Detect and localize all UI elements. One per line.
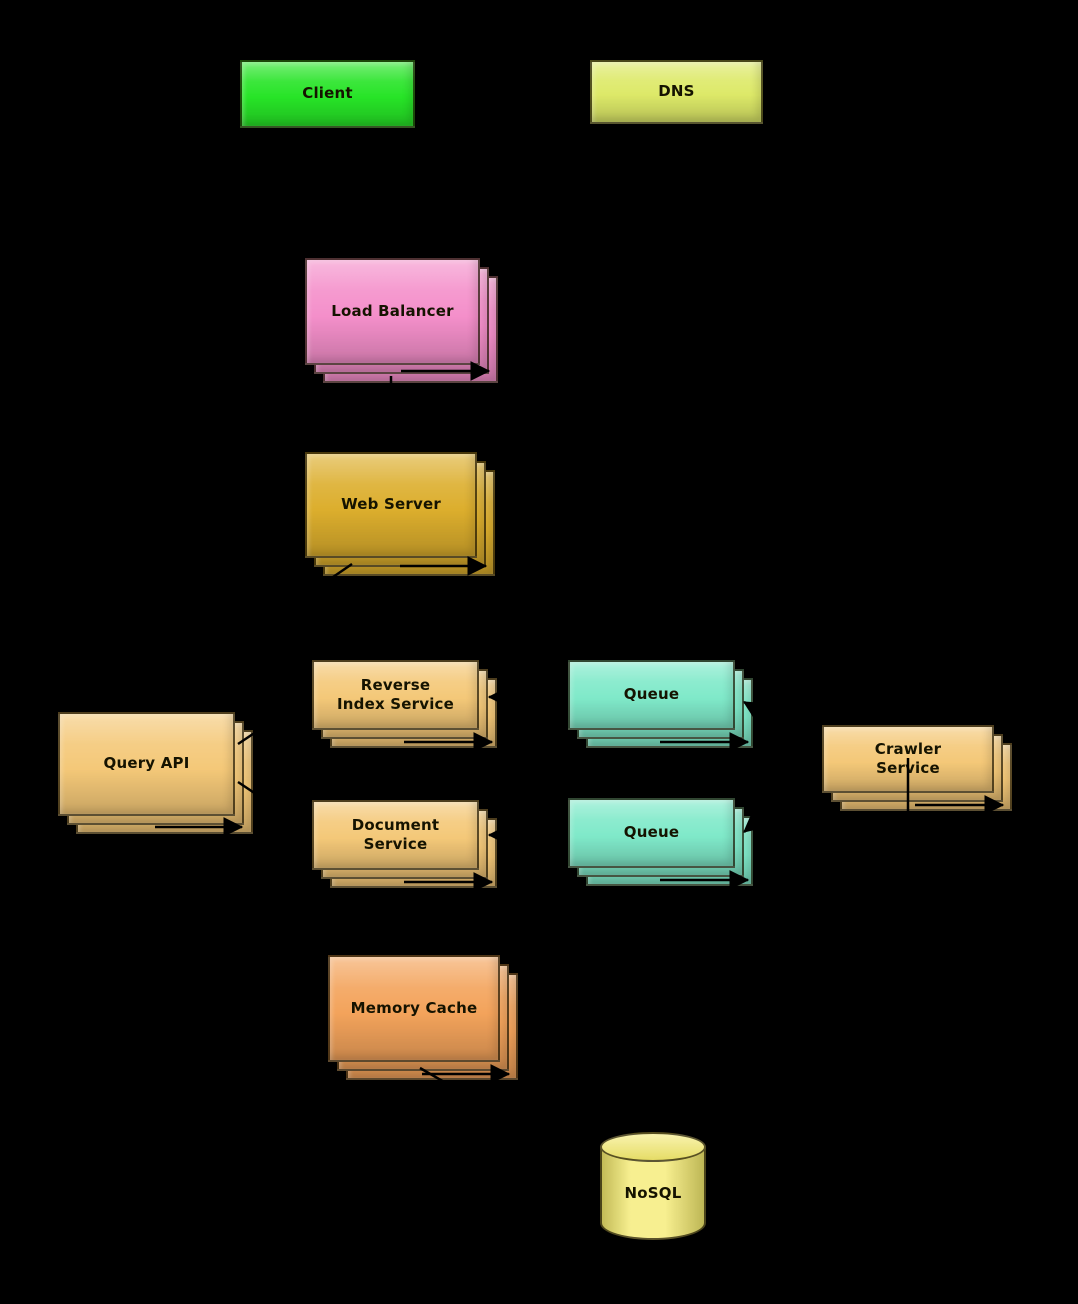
node-card: Reverse Index Service (312, 660, 479, 730)
edge-crawler-service-to-queue-top (742, 700, 819, 748)
node-label: Crawler Service (874, 739, 942, 778)
node-label: Web Server (341, 495, 441, 514)
node-label: Reverse Index Service (336, 675, 455, 714)
node-label: Queue (623, 823, 680, 842)
node-memory-cache: Memory Cache (328, 955, 518, 1080)
node-query-api: Query API (58, 712, 253, 834)
node-label: Queue (623, 685, 680, 704)
node-card: Client (240, 60, 415, 128)
node-label: Document Service (351, 815, 440, 854)
node-load-balancer: Load Balancer (305, 258, 498, 383)
node-label: Load Balancer (331, 301, 454, 320)
node-card: Crawler Service (822, 725, 994, 793)
node-card: Document Service (312, 800, 479, 870)
node-queue-bottom: Queue (568, 798, 753, 886)
node-card: Queue (568, 660, 735, 730)
node-card: Load Balancer (305, 258, 480, 365)
edge-document-service-to-memory-cache (397, 891, 418, 950)
node-card: Memory Cache (328, 955, 500, 1062)
node-document-service: Document Service (312, 800, 497, 888)
edge-memory-cache-to-nosql (419, 1066, 598, 1172)
edge-crawler-service-to-queue-bottom (743, 769, 819, 833)
node-dns: DNS (590, 60, 763, 124)
node-nosql: NoSQL (600, 1132, 706, 1240)
node-card: DNS (590, 60, 763, 124)
node-label: NoSQL (624, 1184, 682, 1202)
database-cylinder-top (600, 1132, 706, 1162)
node-card: Web Server (305, 452, 477, 558)
node-label: Query API (103, 754, 190, 773)
edge-client-to-load-balancer (326, 129, 393, 252)
node-label: DNS (658, 82, 695, 101)
node-client: Client (240, 60, 415, 128)
node-card: Queue (568, 798, 735, 868)
node-queue-top: Queue (568, 660, 753, 748)
node-label: Client (302, 84, 353, 103)
node-reverse-index-service: Reverse Index Service (312, 660, 497, 748)
node-card: Query API (58, 712, 235, 816)
database-cylinder-body (600, 1147, 706, 1240)
node-crawler-service: Crawler Service (822, 725, 1012, 811)
node-label: Memory Cache (350, 998, 478, 1017)
node-web-server: Web Server (305, 452, 495, 576)
